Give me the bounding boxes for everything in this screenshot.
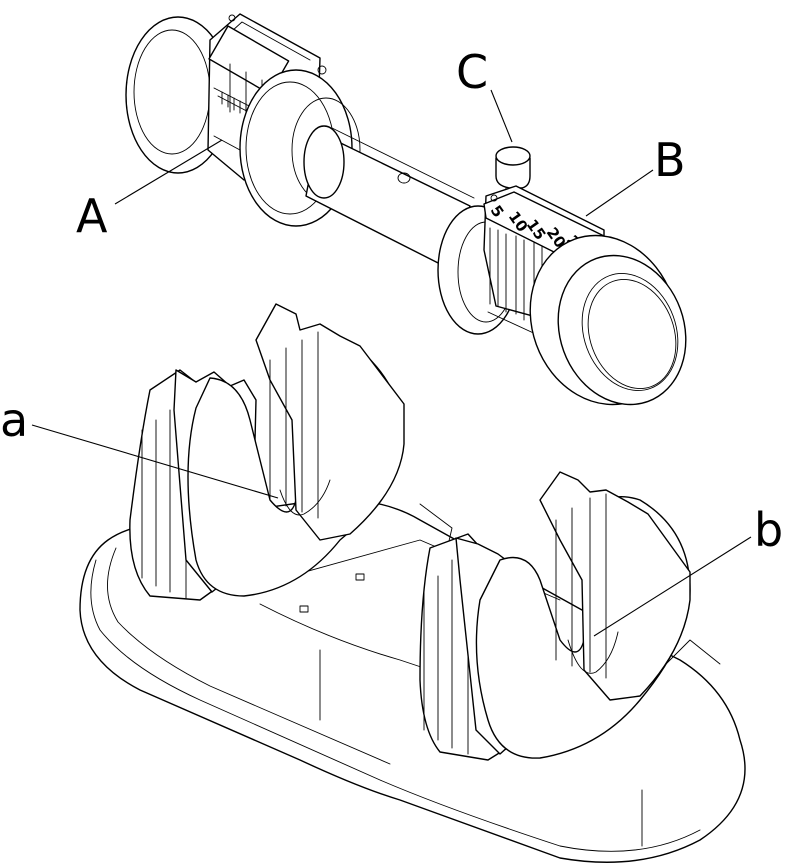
leader-C: [490, 89, 513, 143]
left-plate-stack: [129, 303, 405, 601]
label-A: A: [76, 189, 108, 243]
right-end-cap: [529, 234, 687, 406]
dumbbell: 5 10 15 20 25: [125, 13, 687, 406]
selector-knob: [495, 146, 531, 201]
label-B: B: [654, 133, 686, 187]
leader-B: [585, 169, 654, 217]
leader-lines: [31, 89, 752, 637]
label-a: a: [0, 393, 28, 447]
leader-A: [114, 139, 223, 205]
right-plate-stack: [419, 471, 691, 761]
leader-a: [31, 424, 279, 499]
leader-b: [593, 536, 752, 637]
callout-labels: A B C a b: [0, 45, 783, 557]
label-C: C: [456, 45, 488, 99]
label-b: b: [754, 503, 783, 557]
